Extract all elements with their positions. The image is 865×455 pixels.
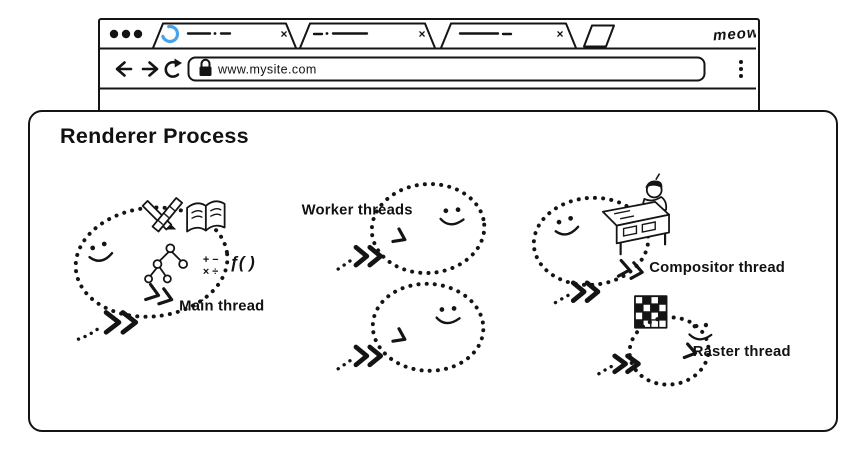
worker-thread-1-arrow-icon bbox=[391, 227, 407, 244]
tab-3[interactable]: × bbox=[440, 22, 577, 49]
tab-outline bbox=[440, 22, 577, 49]
loading-spinner-icon bbox=[160, 24, 180, 44]
window-control-dot[interactable] bbox=[133, 29, 143, 39]
browser-chrome: × × × meow bbox=[100, 22, 756, 90]
ruler-pencil-icon bbox=[141, 197, 184, 233]
browser-window: × × × meow bbox=[98, 18, 760, 120]
raster-thread-label: Raster thread bbox=[693, 344, 791, 360]
window-controls[interactable] bbox=[109, 29, 143, 39]
compositor-chevrons-icon bbox=[553, 280, 601, 305]
main-thread-smiley-icon bbox=[88, 241, 114, 262]
worker-thread-1-loop bbox=[369, 182, 487, 276]
worker-thread-2-loop bbox=[370, 281, 486, 373]
lock-icon bbox=[199, 58, 212, 76]
tab-title-placeholder-dot bbox=[325, 32, 329, 35]
math-operators-row1: + − bbox=[203, 254, 219, 266]
new-tab-button[interactable] bbox=[583, 24, 615, 48]
raster-chevrons-icon bbox=[597, 353, 641, 376]
compositor-arrow-icon bbox=[616, 258, 644, 280]
tab-title-placeholder-dot bbox=[213, 32, 217, 35]
worker-thread-1-chevrons-icon bbox=[336, 244, 384, 271]
tab-outline bbox=[299, 22, 436, 49]
kebab-dot bbox=[739, 60, 743, 64]
back-button[interactable] bbox=[115, 61, 133, 77]
menu-kebab-button[interactable] bbox=[739, 60, 743, 78]
function-glyph: ƒ( ) bbox=[230, 253, 256, 272]
main-thread-label: Main thread bbox=[179, 299, 264, 315]
forward-button[interactable] bbox=[141, 61, 159, 77]
threads-diagram: + − × ÷ ƒ( ) Main thread Worker threads bbox=[73, 173, 791, 387]
tab-2[interactable]: × bbox=[299, 22, 436, 49]
worker-thread-2-smiley-icon bbox=[435, 306, 461, 325]
tab-1[interactable]: × bbox=[152, 22, 297, 49]
compositor-thread-label: Compositor thread bbox=[649, 260, 785, 276]
worker-thread-2-chevrons-icon bbox=[336, 344, 384, 371]
main-thread-loop bbox=[73, 205, 230, 319]
dom-tree-icon bbox=[144, 243, 188, 284]
tab-title-placeholder bbox=[312, 32, 369, 36]
worker-thread-2-arrow-icon bbox=[391, 327, 407, 343]
tab-title-placeholder bbox=[458, 32, 513, 36]
main-thread-chevrons-icon bbox=[76, 310, 139, 341]
kebab-dot bbox=[739, 67, 743, 71]
raster-smiley-icon bbox=[688, 322, 713, 341]
compositor-smiley-icon bbox=[554, 215, 580, 236]
address-bar-field[interactable] bbox=[187, 56, 706, 82]
worker-thread-1-smiley-icon bbox=[439, 207, 465, 226]
url-text: www.mysite.com bbox=[217, 63, 317, 77]
browser-logo: meow bbox=[712, 24, 756, 44]
book-icon bbox=[186, 200, 226, 233]
tab-close-icon[interactable]: × bbox=[280, 27, 287, 41]
tab-close-icon[interactable]: × bbox=[556, 27, 563, 41]
reload-icon bbox=[164, 60, 180, 78]
renderer-process-panel: Renderer Process bbox=[28, 110, 838, 432]
math-operators-row2: × ÷ bbox=[203, 266, 218, 278]
window-control-dot[interactable] bbox=[109, 29, 119, 39]
reload-button[interactable] bbox=[164, 58, 182, 78]
reload-arrowhead bbox=[174, 58, 182, 68]
window-control-dot[interactable] bbox=[121, 29, 131, 39]
address-bar[interactable]: www.mysite.com bbox=[187, 56, 706, 82]
main-thread-arrow-icon bbox=[144, 282, 174, 306]
tab-outline bbox=[152, 22, 297, 49]
raster-arrow-icon bbox=[682, 342, 698, 360]
kebab-dot bbox=[739, 74, 743, 78]
tab-close-icon[interactable]: × bbox=[418, 27, 425, 41]
compositor-desk-illustration bbox=[601, 173, 670, 256]
worker-threads-label: Worker threads bbox=[302, 203, 413, 219]
panel-title: Renderer Process bbox=[60, 124, 249, 148]
